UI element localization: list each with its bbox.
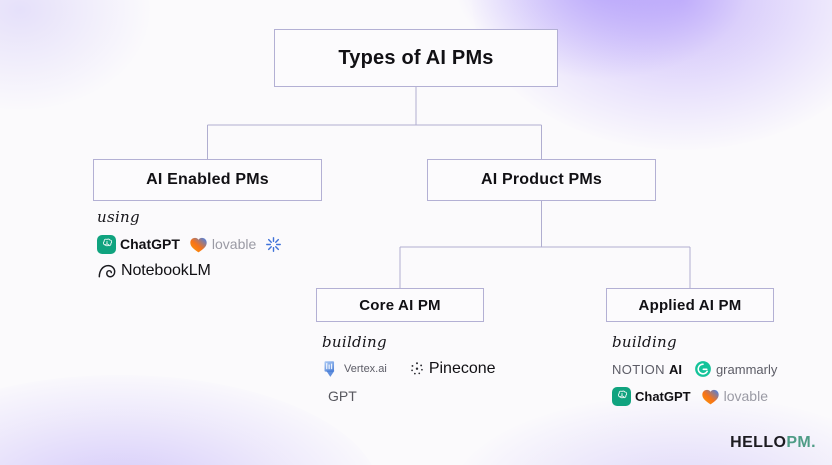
tool-notebooklm-label: NotebookLM: [121, 262, 211, 279]
node-ai-enabled-pms[interactable]: AI Enabled PMs: [93, 159, 322, 201]
tool-chatgpt-applied-label: ChatGPT: [635, 388, 691, 404]
tool-grammarly[interactable]: grammarly: [694, 360, 777, 378]
tool-vertex-ai[interactable]: Vertex.ai: [322, 360, 387, 379]
node-ai-product-pms[interactable]: AI Product PMs: [427, 159, 656, 201]
tool-lovable-applied[interactable]: lovable: [701, 388, 768, 405]
chatgpt-icon: [612, 386, 631, 406]
node-core-ai-pm[interactable]: Core AI PM: [316, 288, 484, 322]
tool-grammarly-label: grammarly: [715, 361, 778, 377]
tool-chatgpt-label: ChatGPT: [120, 236, 180, 252]
tool-row-applied-2: ChatGPT lovable: [612, 385, 777, 407]
caption-using: using: [97, 208, 140, 226]
brand-logo-hellopm: HELLOPM.: [730, 434, 816, 452]
vertex-ai-icon: [322, 360, 340, 379]
node-core-ai-label: Core AI PM: [359, 296, 441, 314]
tool-vertex-ai-label: Vertex.ai: [344, 363, 387, 375]
caption-building-applied: building: [612, 333, 677, 351]
tool-pinecone[interactable]: Pinecone: [409, 360, 496, 378]
lovable-heart-icon: [701, 388, 720, 405]
notebooklm-icon: [97, 263, 117, 279]
node-root-label: Types of AI PMs: [338, 46, 494, 69]
chatgpt-icon: [97, 234, 116, 254]
tool-notebooklm[interactable]: NotebookLM: [97, 262, 211, 280]
lovable-heart-icon: [189, 236, 208, 253]
tool-notion-label: NOTION: [612, 361, 665, 377]
detail-core-ai-pm: building Vertex.ai: [322, 333, 496, 412]
tool-gpt-label[interactable]: GPT: [328, 388, 357, 404]
grammarly-icon: [694, 360, 712, 378]
tool-row-core-2: GPT: [322, 385, 496, 407]
brand-logo-primary: HELLO: [730, 434, 787, 451]
detail-applied-ai-pm: building NOTION AI grammarly: [612, 333, 777, 412]
tool-chatgpt[interactable]: ChatGPT: [97, 234, 180, 254]
pinecone-icon: [409, 361, 425, 377]
node-applied-ai-label: Applied AI PM: [638, 296, 742, 314]
detail-ai-enabled-pms: using ChatGPT: [97, 208, 282, 287]
node-applied-ai-pm[interactable]: Applied AI PM: [606, 288, 774, 322]
tool-row-enabled-1: ChatGPT lovable: [97, 233, 282, 255]
tool-pinecone-label: Pinecone: [428, 360, 496, 377]
tool-row-applied-1: NOTION AI grammarly: [612, 358, 777, 380]
tool-row-core-1: Vertex.ai Pinecone: [322, 358, 496, 380]
tool-notion-ai[interactable]: NOTION AI: [612, 362, 682, 377]
blue-sparkle-icon: [265, 236, 282, 253]
tool-lovable[interactable]: lovable: [189, 236, 256, 253]
node-ai-product-label: AI Product PMs: [480, 171, 603, 188]
node-types-of-ai-pms[interactable]: Types of AI PMs: [274, 29, 558, 87]
tool-notion-ai-suffix: AI: [668, 361, 682, 377]
tool-sparkle[interactable]: [265, 236, 282, 253]
tool-lovable-label: lovable: [211, 236, 257, 252]
brand-logo-accent: PM.: [786, 434, 816, 451]
caption-building-core: building: [322, 333, 387, 351]
tool-chatgpt-applied[interactable]: ChatGPT: [612, 386, 691, 406]
tool-lovable-applied-label: lovable: [723, 388, 768, 404]
node-ai-enabled-label: AI Enabled PMs: [146, 171, 269, 188]
tool-row-enabled-2: NotebookLM: [97, 260, 282, 282]
